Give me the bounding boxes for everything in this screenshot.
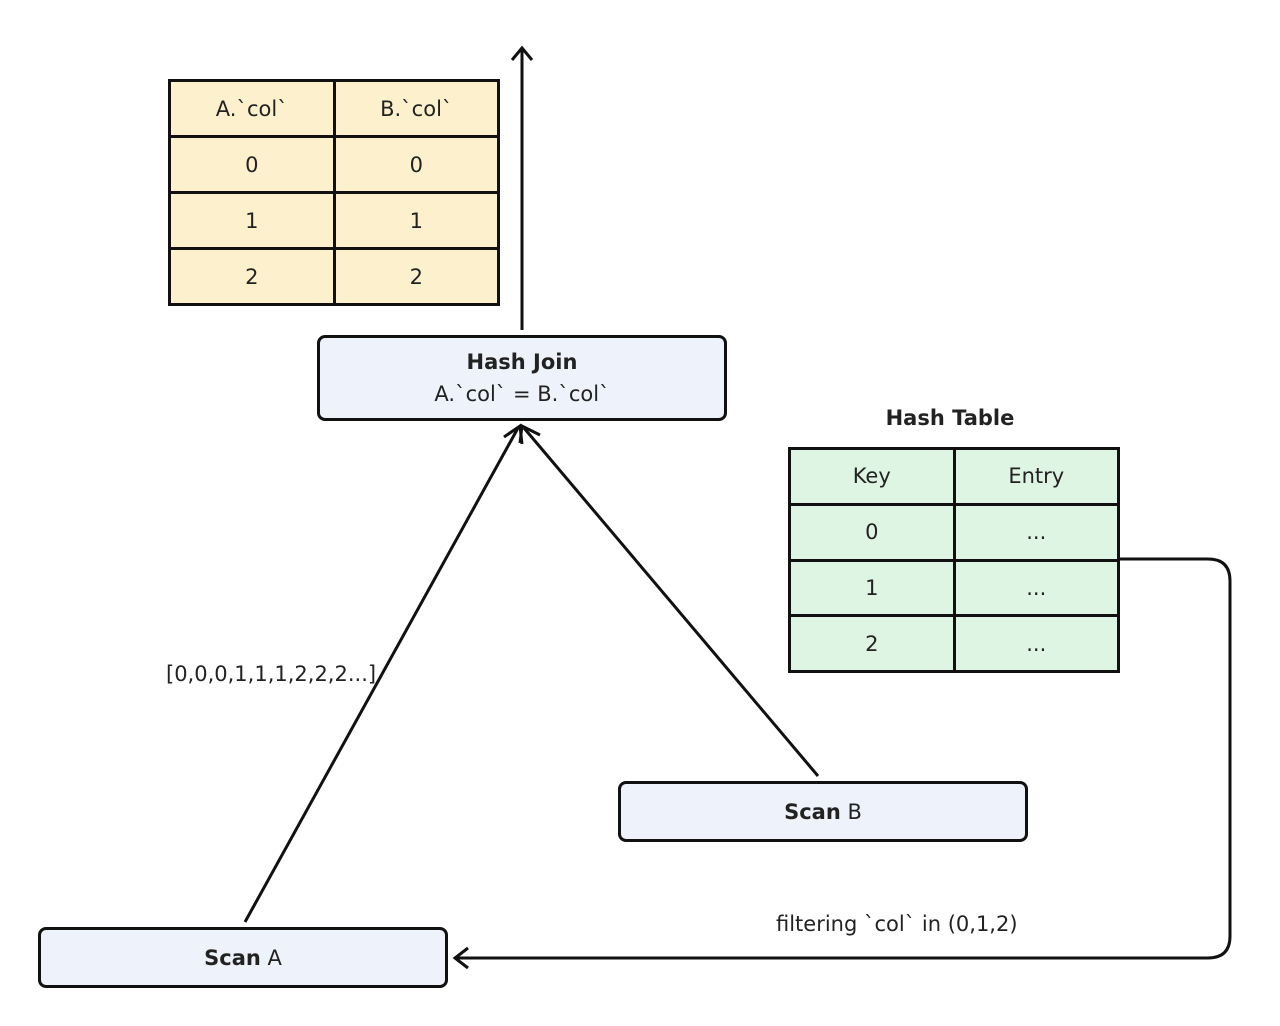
table-row: 1 1	[168, 191, 500, 250]
hash-table-title: Hash Table	[885, 406, 1015, 430]
scan-a-node: Scan A	[38, 927, 448, 988]
scan-b-keyword: Scan	[784, 799, 841, 824]
table-cell: 1	[788, 558, 956, 618]
table-cell: ...	[952, 614, 1120, 673]
table-cell: 0	[332, 135, 500, 194]
table-cell: 0	[168, 135, 336, 194]
table-header-row: Key Entry	[788, 447, 1120, 506]
table-row: 1 ...	[788, 558, 1120, 618]
hash-join-node: Hash Join A.`col` = B.`col`	[317, 335, 727, 421]
scan-a-table: A	[260, 945, 282, 970]
runtime-filter-label: filtering `col` in (0,1,2)	[776, 912, 1018, 936]
table-cell: 1	[168, 191, 336, 250]
table-header-cell: B.`col`	[332, 79, 500, 138]
edge-scan-a-to-join	[243, 427, 520, 923]
table-header-row: A.`col` B.`col`	[168, 79, 500, 138]
runtime-filter-arrow-head	[452, 946, 469, 970]
scan-a-keyword: Scan	[204, 945, 261, 970]
table-cell: 2	[168, 247, 336, 306]
hash-join-title: Hash Join	[466, 350, 578, 374]
table-cell: 2	[788, 614, 956, 673]
scan-b-node: Scan B	[618, 781, 1028, 842]
table-cell: ...	[952, 502, 1120, 562]
table-row: 0 0	[168, 135, 500, 194]
edge-scan-b-to-join	[522, 427, 820, 777]
join-arrow-head-right	[518, 423, 541, 444]
table-row: 2 ...	[788, 614, 1120, 673]
scan-a-stream-label: [0,0,0,1,1,1,2,2,2...]	[166, 662, 377, 686]
table-header-cell: Entry	[952, 447, 1120, 506]
table-row: 0 ...	[788, 502, 1120, 562]
table-cell: ...	[952, 558, 1120, 618]
runtime-filter-path	[456, 557, 1232, 960]
table-header-cell: Key	[788, 447, 956, 506]
table-row: 2 2	[168, 247, 500, 306]
table-cell: 2	[332, 247, 500, 306]
output-arrow-head	[510, 45, 534, 61]
join-result-table: A.`col` B.`col` 0 0 1 1 2 2	[168, 79, 500, 306]
hash-table: Key Entry 0 ... 1 ... 2 ...	[788, 447, 1120, 673]
hash-join-condition: A.`col` = B.`col`	[434, 382, 610, 406]
table-header-cell: A.`col`	[168, 79, 336, 138]
table-cell: 1	[332, 191, 500, 250]
table-cell: 0	[788, 502, 956, 562]
scan-b-table: B	[840, 799, 862, 824]
